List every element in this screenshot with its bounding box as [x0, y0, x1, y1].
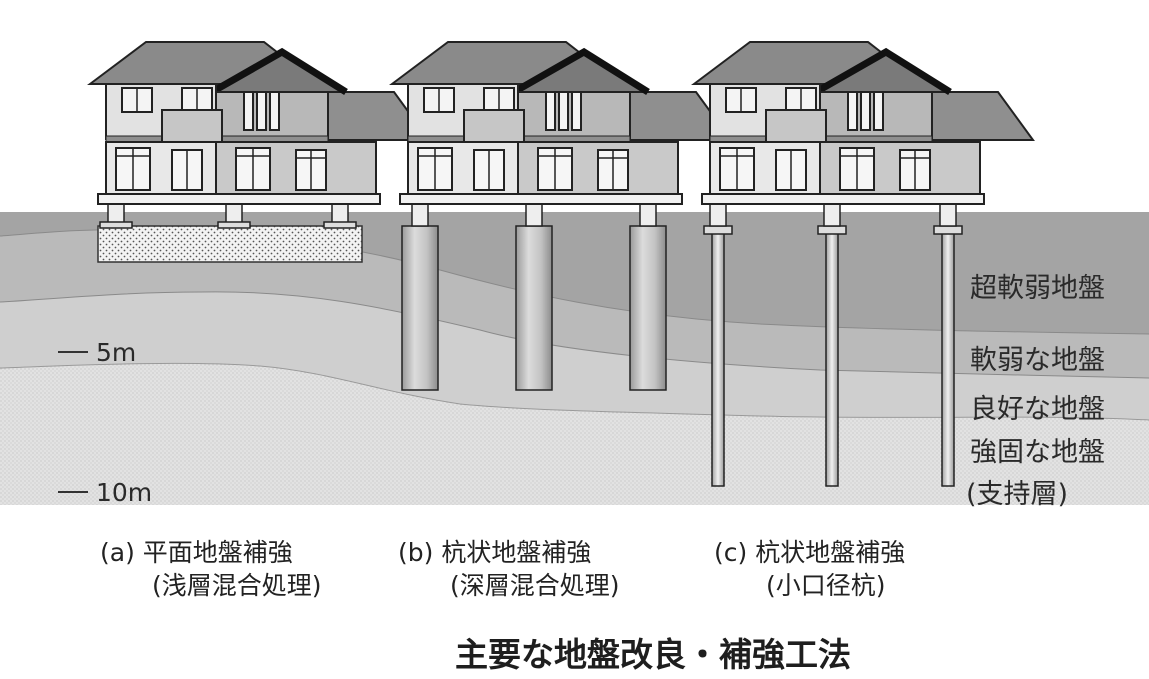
depth-label-5m: 5m	[96, 338, 136, 367]
layer-label-support: (支持層)	[966, 479, 1068, 510]
caption-b: (b) 杭状地盤補強 (深層混合処理)	[398, 536, 620, 602]
steel-pile	[941, 231, 955, 487]
caption-a-detail: (浅層混合処理)	[152, 571, 322, 600]
layer-label-soft: 軟弱な地盤	[970, 345, 1105, 376]
method-c-small-piles	[694, 42, 1033, 487]
house-b	[392, 42, 731, 204]
caption-b-tag: (b)	[398, 538, 434, 567]
caption-c-detail: (小口径杭)	[766, 571, 886, 600]
house-a	[90, 42, 429, 204]
depth-label-10m: 10m	[96, 478, 152, 507]
soil-column	[401, 225, 439, 391]
house-c	[694, 42, 1033, 204]
layer-super-soft	[0, 212, 1149, 334]
method-a-shallow-mixing	[90, 42, 429, 263]
caption-c: (c) 杭状地盤補強 (小口径杭)	[714, 536, 905, 602]
caption-c-method: 杭状地盤補強	[755, 538, 906, 567]
steel-pile	[825, 231, 839, 487]
caption-a-tag: (a)	[100, 538, 135, 567]
caption-c-tag: (c)	[714, 538, 748, 567]
layer-label-firm: 強固な地盤	[970, 437, 1105, 468]
caption-b-detail: (深層混合処理)	[450, 571, 620, 600]
steel-pile	[711, 231, 725, 487]
caption-a: (a) 平面地盤補強 (浅層混合処理)	[100, 536, 322, 602]
improved-soil-block	[97, 225, 363, 263]
caption-a-method: 平面地盤補強	[142, 538, 293, 567]
depth-scale: 5m 10m	[58, 338, 152, 507]
layer-label-good: 良好な地盤	[970, 394, 1105, 425]
caption-b-method: 杭状地盤補強	[441, 538, 592, 567]
method-b-deep-mixing	[392, 42, 731, 391]
layer-labels: 超軟弱地盤 軟弱な地盤 良好な地盤 強固な地盤 (支持層)	[966, 273, 1105, 510]
layer-label-super-soft: 超軟弱地盤	[970, 273, 1105, 304]
soil-column	[629, 225, 667, 391]
soil-column	[515, 225, 553, 391]
figure-title: 主要な地盤改良・補強工法	[455, 635, 851, 674]
